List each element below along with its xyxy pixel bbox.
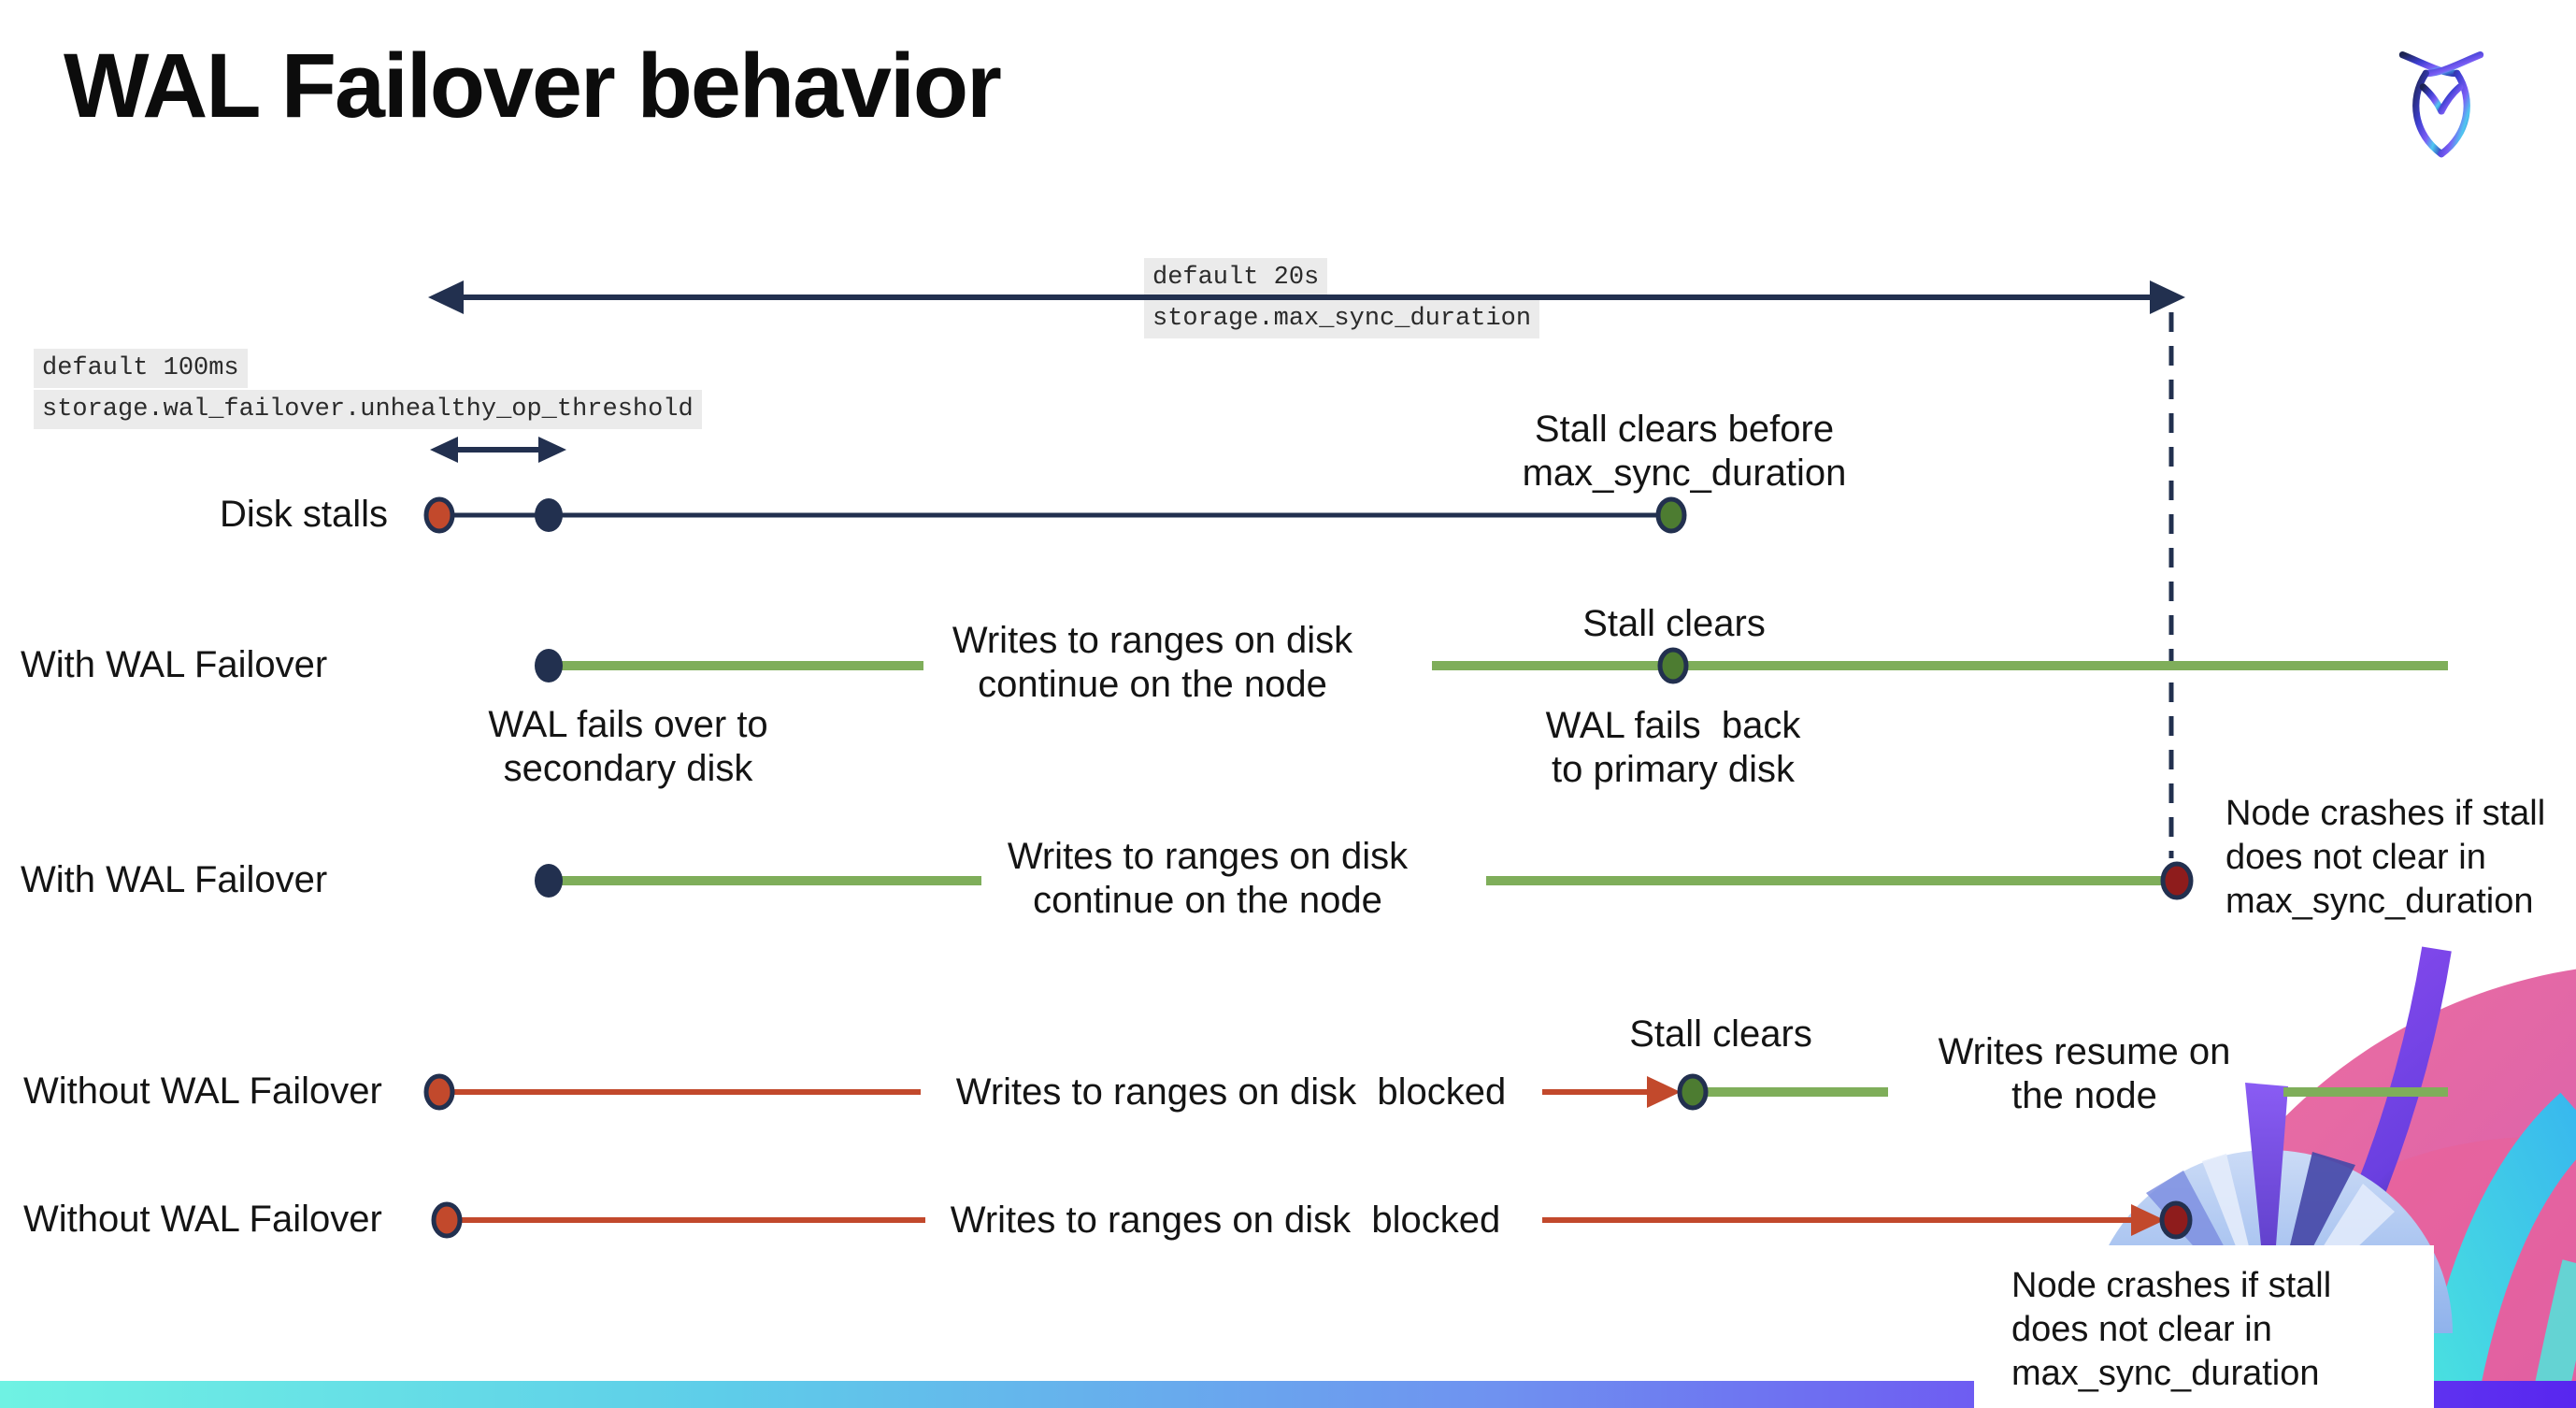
node-crash-dot [2160, 861, 2194, 900]
row-label-with-failover-1: With WAL Failover [21, 644, 328, 685]
annotation-writes-blocked-1: Writes to ranges on disk blocked [955, 1071, 1507, 1113]
timeline-row-with-failover-2 [535, 861, 2194, 900]
timeline-row-with-failover-1 [535, 647, 2448, 684]
arrowhead-right [538, 437, 566, 463]
stall-clears-dot [1657, 647, 1689, 684]
timeline-row-disk-stalls [423, 496, 1687, 534]
cockroachdb-bug-icon [2398, 50, 2484, 158]
red-arrowhead [2131, 1204, 2165, 1236]
annotation-writes-continue-1: Writes to ranges on disk continue on the… [952, 620, 1353, 705]
unhealthy-op-setting-name: storage.wal_failover.unhealthy_op_thresh… [34, 390, 702, 429]
node-crash-dot [2159, 1200, 2193, 1240]
max-sync-duration-span-arrow [428, 280, 2185, 314]
max-sync-setting-name: storage.max_sync_duration [1144, 299, 1540, 338]
annotation-stall-clears-before: Stall clears before max_sync_duration [1522, 409, 1847, 494]
unhealthy-op-threshold-span-arrow [430, 437, 566, 463]
stall-clears-dot [1655, 496, 1687, 534]
annotation-wal-fails-back: WAL fails back to primary disk [1545, 705, 1801, 790]
unhealthy-op-default-value: default 100ms [34, 349, 248, 388]
arrowhead-left [428, 280, 464, 314]
max-sync-default-label: default 20s storage.max_sync_duration [1144, 258, 1540, 338]
annotation-stall-clears-1: Stall clears [1582, 603, 1766, 644]
stall-start-dot [431, 1201, 463, 1239]
row-label-with-failover-2: With WAL Failover [21, 859, 328, 900]
annotation-node-crashes-1: Node crashes if stall does not clear in … [2225, 794, 2546, 921]
stall-start-dot [423, 496, 455, 534]
timeline-row-without-failover-2 [431, 1200, 2193, 1240]
row-label-without-failover-2: Without WAL Failover [23, 1199, 382, 1240]
failover-dot [535, 649, 563, 682]
stall-start-dot [423, 1073, 455, 1111]
timeline-row-without-failover-1 [423, 1073, 2448, 1111]
fan-wedge-spike [2245, 1083, 2288, 1331]
annotation-writes-blocked-2: Writes to ranges on disk blocked [950, 1200, 1501, 1241]
annotation-writes-continue-2: Writes to ranges on disk continue on the… [1007, 836, 1409, 921]
arrowhead-left [430, 437, 458, 463]
threshold-dot [535, 498, 563, 532]
annotation-wal-fails-over: WAL fails over to secondary disk [488, 704, 768, 789]
annotation-stall-clears-2: Stall clears [1629, 1013, 1812, 1055]
failover-dot [535, 864, 563, 898]
annotation-writes-resume: Writes resume on the node [1938, 1031, 2231, 1116]
row-label-without-failover-1: Without WAL Failover [23, 1070, 382, 1112]
row-label-disk-stalls: Disk stalls [219, 494, 388, 535]
page-title: WAL Failover behavior [64, 35, 1002, 136]
max-sync-default-value: default 20s [1144, 258, 1328, 297]
node-crash-callout-box [1974, 1245, 2434, 1408]
annotation-node-crashes-2: Node crashes if stall does not clear in … [2011, 1266, 2332, 1393]
arrowhead-right [2150, 280, 2185, 314]
stall-clears-dot [1677, 1073, 1709, 1111]
red-arrowhead [1647, 1076, 1681, 1108]
unhealthy-op-default-label: default 100ms storage.wal_failover.unhea… [34, 349, 702, 429]
cyan-band-shape [2418, 1092, 2576, 1408]
